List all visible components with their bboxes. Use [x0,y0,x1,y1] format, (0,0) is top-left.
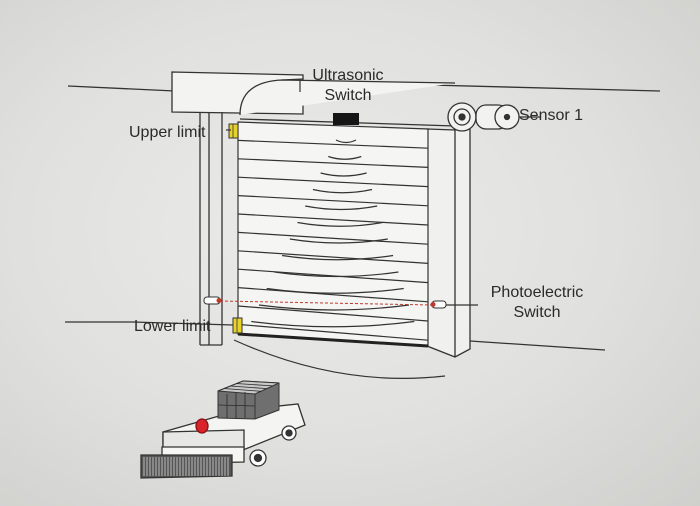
ultrasonic-wave [274,271,399,278]
photoelectric-beam [203,296,478,309]
door-slat [237,176,429,188]
door-curtain [237,121,429,347]
ultrasonic-wave [289,238,388,244]
left-guide-rail [199,112,223,346]
right-frame-post [426,123,471,358]
upper-limit-label: Upper limit [129,124,206,141]
ultrasonic-switch-line-1: Ultrasonic [312,67,384,84]
door-slat [237,195,429,207]
photoelectric-switch-line-1: Photoelectric [490,284,584,301]
ultrasonic-wave [258,304,410,311]
crate-top-line [229,385,268,389]
ultrasonic-switch-label: Ultrasonic Switch [300,66,396,106]
door-bottom-bar [237,332,429,348]
photoelectric-switch-line-2: Switch [513,304,561,321]
door-slat [237,139,429,149]
ultrasonic-wave [266,287,404,294]
photoelectric-switch-label: Photoelectric Switch [476,283,598,323]
door-slat [237,305,429,322]
door-slat [237,323,429,341]
label-leaders [132,78,304,326]
crate-top-line [223,388,262,392]
ultrasonic-wave [251,320,415,328]
forklift-icon [140,403,306,479]
lower-limit-label: Lower limit [134,318,211,335]
upper-limit-switch [228,123,239,139]
door-slat [237,158,429,168]
ultrasonic-switch-line-2: Switch [324,87,372,104]
lower-limit-switch [232,317,243,334]
door-slat [237,250,429,264]
ultrasonic-wave [328,155,362,160]
crates-icon [217,380,280,420]
crate-divider [217,404,256,407]
motor-sensor-icon [447,102,540,132]
ultrasonic-wave [305,205,378,211]
ultrasonic-wave [320,172,367,177]
door-slat [237,287,429,303]
ultrasonic-switch-block [333,113,359,125]
ultrasonic-wave [335,139,357,144]
floor-arc [233,339,446,379]
sensor-1-label: Sensor 1 [519,107,584,124]
ultrasonic-wave [312,188,373,194]
ultrasonic-wave [282,254,394,261]
door-slat [237,213,429,226]
door-slat [237,231,429,245]
ultrasonic-waves [251,139,415,328]
crate-top-line [235,383,274,387]
ultrasonic-wave [297,221,383,227]
